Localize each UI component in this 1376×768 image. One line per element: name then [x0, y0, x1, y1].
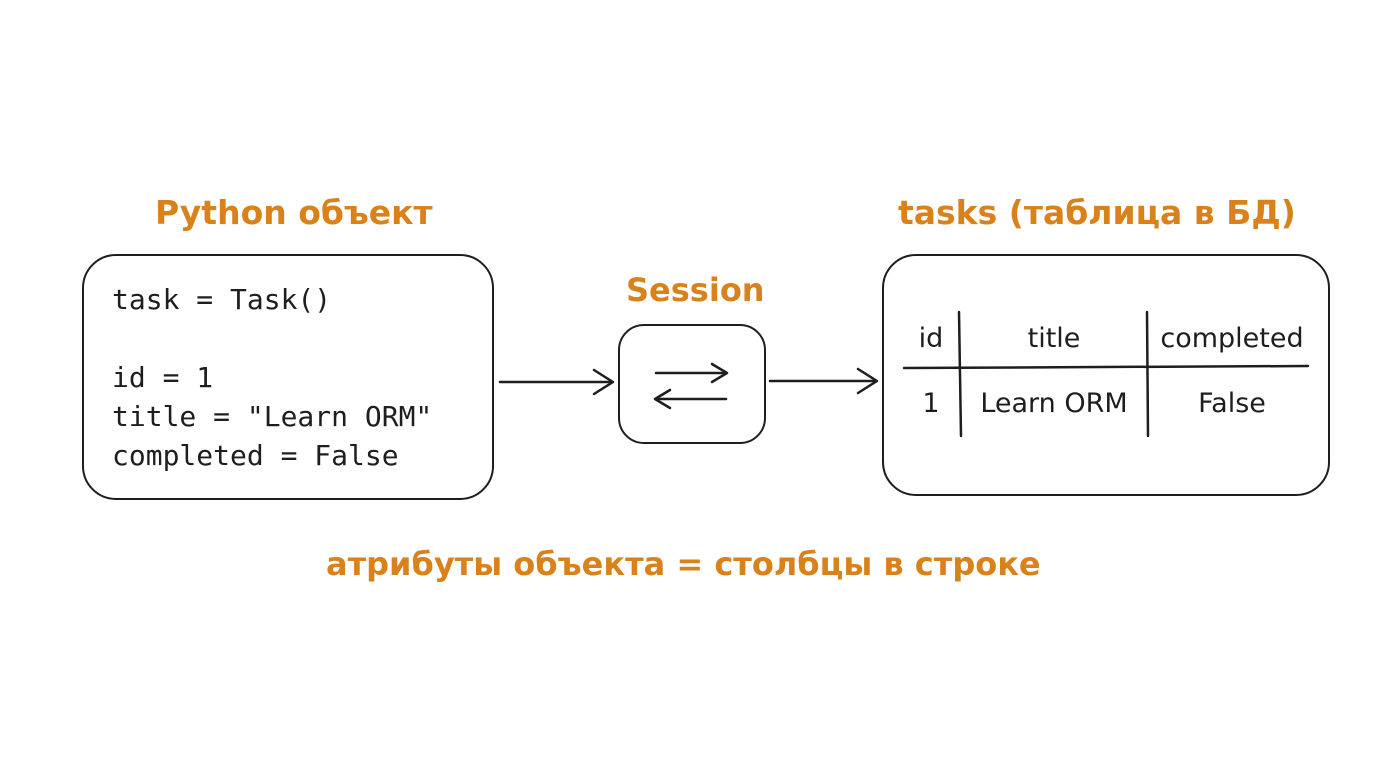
code-line-task: task = Task() [112, 283, 332, 316]
arrow-right-icon [498, 368, 615, 396]
table-cell-title: Learn ORM [980, 388, 1128, 419]
table-cell-id: 1 [922, 388, 940, 419]
arrow-right-icon [768, 367, 879, 395]
python-object-box: task = Task() id = 1 title = "Learn ORM"… [82, 254, 494, 500]
table-cell-completed: False [1198, 388, 1266, 419]
table-header-completed: completed [1160, 323, 1304, 354]
table-box: id title completed 1 Learn ORM False [882, 254, 1330, 496]
table-header-id: id [918, 323, 944, 354]
session-label: Session [626, 271, 765, 309]
caption-label: атрибуты объекта = столбцы в строке [326, 545, 1041, 583]
code-line-title: title = "Learn ORM" [112, 400, 433, 433]
code-line-completed: completed = False [112, 439, 399, 472]
session-box [618, 324, 766, 444]
table-header-title: title [1027, 323, 1081, 354]
python-object-label: Python объект [155, 193, 433, 232]
code-line-id: id = 1 [112, 361, 214, 394]
table-title-label: tasks (таблица в БД) [898, 193, 1296, 232]
